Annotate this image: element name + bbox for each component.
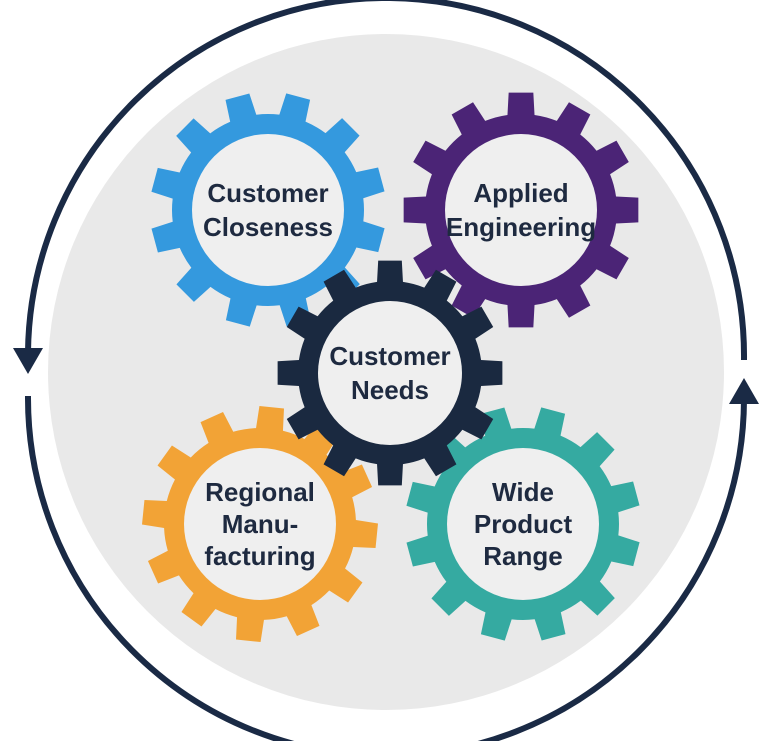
gear-face — [192, 134, 344, 286]
arrow-down-icon — [13, 348, 43, 374]
arrow-up-icon — [729, 378, 759, 404]
gear-label-line: facturing — [204, 541, 315, 571]
gears-group: CustomerClosenessAppliedEngineeringRegio… — [142, 92, 640, 642]
cycle-ring-right-arc — [24, 395, 747, 741]
gear-label-line: Range — [483, 541, 562, 571]
gear-label-line: Customer — [207, 178, 328, 208]
gear-label-line: Product — [474, 509, 573, 539]
gear-label-line: Regional — [205, 477, 315, 507]
gear-label-line: Wide — [492, 477, 554, 507]
gear-face — [318, 301, 462, 445]
gear-face — [445, 134, 597, 286]
gear-label-line: Customer — [329, 341, 450, 371]
gear-label-line: Closeness — [203, 212, 333, 242]
gear-label-line: Needs — [351, 375, 429, 405]
gear-label-line: Manu- — [222, 509, 299, 539]
gear-face — [184, 448, 336, 600]
gear-label-line: Applied — [473, 178, 568, 208]
gear-face — [447, 448, 599, 600]
cycle-ring-left-arc — [25, 0, 748, 361]
gear-label-line: Engineering — [446, 212, 596, 242]
